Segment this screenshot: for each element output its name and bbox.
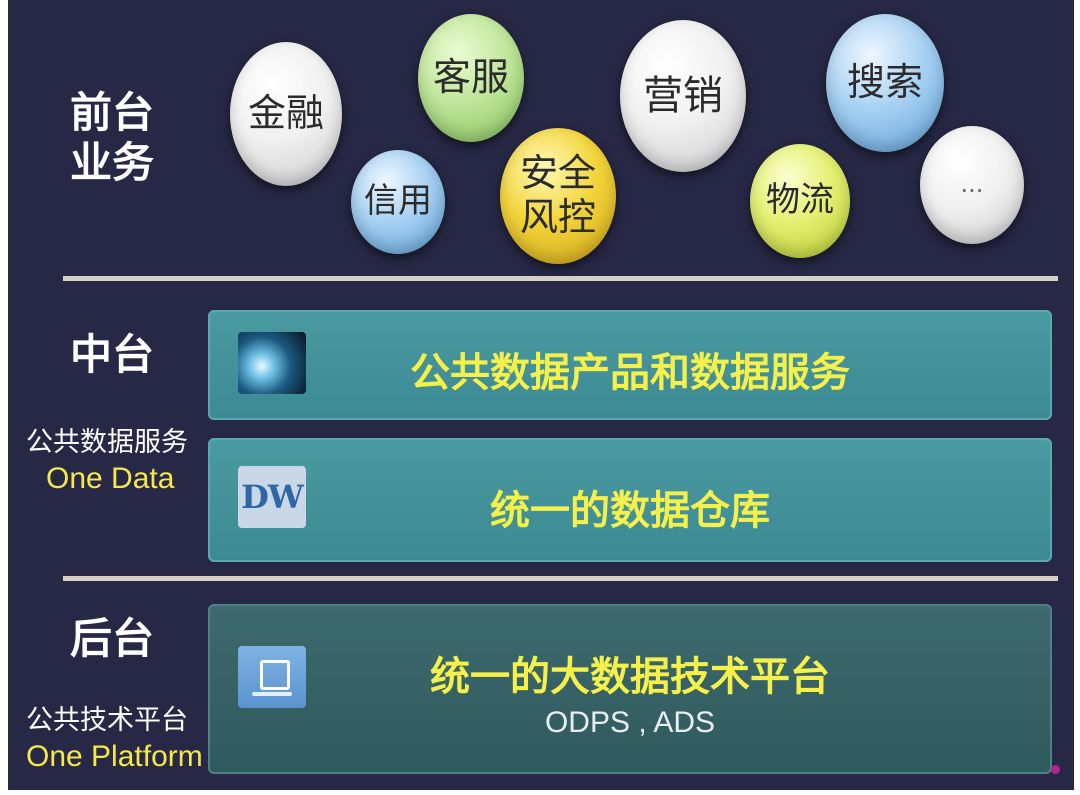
bubble-marketing: 营销 bbox=[620, 20, 746, 172]
dw-icon-text: DW bbox=[241, 478, 304, 516]
middle-layer-sub-cn: 公共数据服务 bbox=[26, 427, 188, 458]
corner-dot bbox=[1051, 765, 1060, 774]
front-middle-divider bbox=[63, 276, 1058, 281]
data-warehouse-panel: DW 统一的数据仓库 bbox=[208, 438, 1052, 562]
bubble-credit: 信用 bbox=[351, 150, 445, 254]
bubble-finance: 金融 bbox=[230, 42, 342, 186]
back-layer-label: 后台 bbox=[70, 614, 155, 663]
back-layer-sub-en: One Platform bbox=[26, 739, 203, 773]
bubble-finance-label: 金融 bbox=[247, 91, 324, 136]
platform-subtitle: ODPS , ADS bbox=[544, 706, 716, 739]
bubble-customer-service-label: 客服 bbox=[432, 55, 509, 100]
bubble-credit-label: 信用 bbox=[364, 181, 432, 222]
bubble-more-label: ... bbox=[960, 170, 984, 199]
bubble-search: 搜索 bbox=[826, 14, 944, 152]
back-layer-sub: 公共技术平台 One Platform bbox=[26, 704, 203, 775]
middle-layer-sub-en: One Data bbox=[46, 461, 175, 495]
data-products-title: 公共数据产品和数据服务 bbox=[410, 350, 850, 396]
bubble-security-risk-line1: 安全 bbox=[519, 151, 596, 196]
platform-title: 统一的大数据技术平台 bbox=[430, 654, 830, 700]
platform-panel: 统一的大数据技术平台 ODPS , ADS bbox=[208, 604, 1052, 774]
middle-back-divider bbox=[63, 576, 1058, 581]
middle-layer-sub: 公共数据服务 One Data bbox=[26, 426, 188, 497]
platform-icon-square bbox=[260, 660, 290, 690]
bubble-more: ... bbox=[920, 126, 1024, 244]
platform-icon-line bbox=[252, 692, 292, 696]
data-service-icon bbox=[238, 332, 306, 394]
bubble-marketing-label: 营销 bbox=[643, 73, 723, 119]
data-products-panel: 公共数据产品和数据服务 bbox=[208, 310, 1052, 420]
cloud-platform-icon bbox=[238, 646, 306, 708]
back-layer-sub-cn: 公共技术平台 bbox=[26, 705, 188, 736]
bubble-logistics: 物流 bbox=[750, 144, 850, 258]
architecture-diagram: 前台 业务 金融 客服 信用 安全 风控 营销 搜索 物流 ... 中台 公共数… bbox=[8, 0, 1074, 790]
data-warehouse-title: 统一的数据仓库 bbox=[490, 488, 770, 534]
front-layer-label-line2: 业务 bbox=[70, 138, 155, 188]
front-layer-label: 前台 业务 bbox=[70, 88, 154, 189]
bubble-security-risk: 安全 风控 bbox=[500, 128, 616, 264]
bubble-security-risk-line2: 风控 bbox=[519, 195, 596, 239]
dw-icon: DW bbox=[238, 466, 306, 528]
front-layer-label-line1: 前台 bbox=[70, 88, 155, 137]
bubble-customer-service: 客服 bbox=[418, 14, 524, 142]
bubble-logistics-label: 物流 bbox=[766, 180, 834, 221]
middle-layer-label: 中台 bbox=[70, 330, 155, 379]
bubble-search-label: 搜索 bbox=[846, 60, 923, 105]
